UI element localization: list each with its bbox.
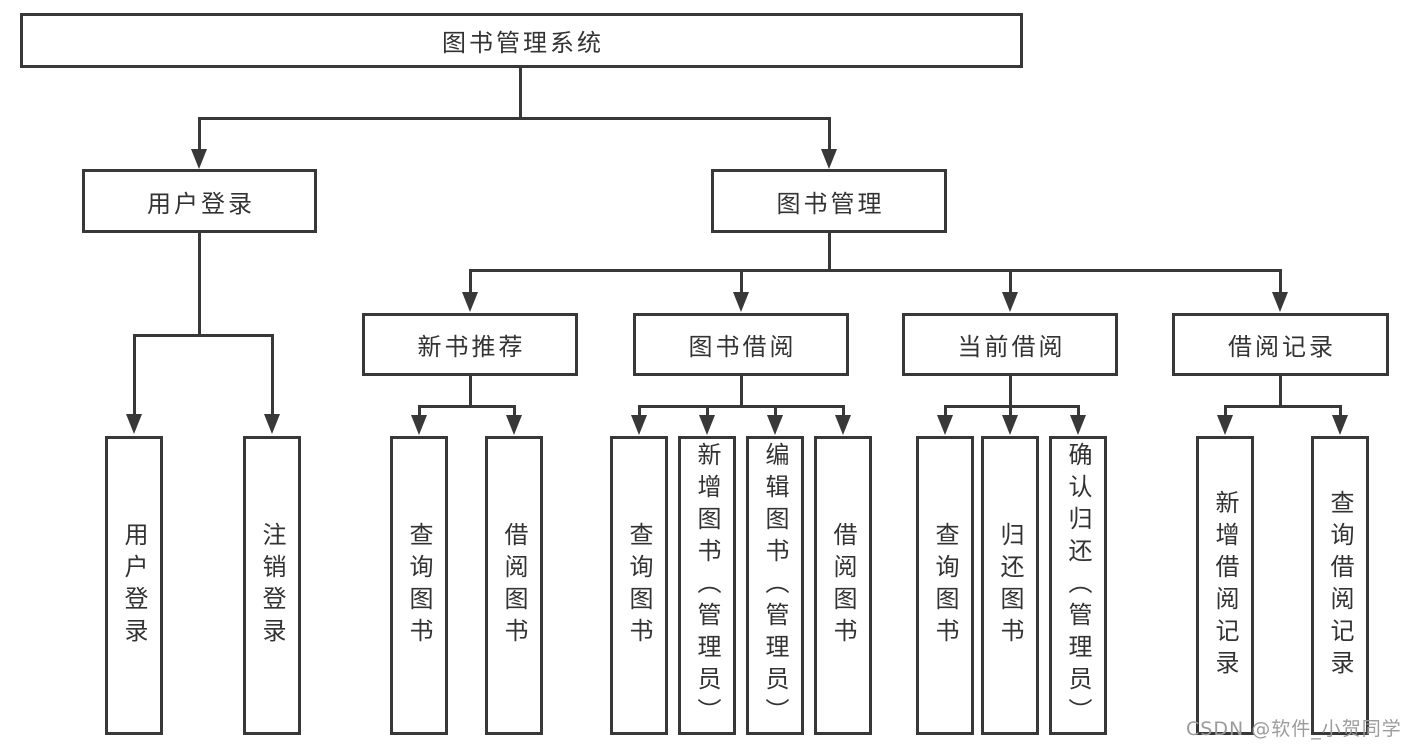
connector-line [198,233,201,337]
connector-line [198,117,201,151]
node-book-borrowing: 图书借阅 [633,313,849,376]
node-label: 借阅记录 [1228,333,1336,361]
node-label: 用户登录 [147,189,255,218]
node-label: 新书推荐 [417,333,526,361]
node-label: 查询图书 [405,521,433,650]
connector-line [944,405,947,417]
arrow-down-icon [191,149,207,169]
connector-line [513,405,516,417]
arrow-down-icon [1070,415,1086,435]
node-label: 用户登录 [120,521,148,650]
node-label: 当前借阅 [957,333,1066,361]
arrow-down-icon [631,415,647,435]
connector-line [469,269,1282,272]
arrow-down-icon [462,292,478,312]
node-label: 编辑图书（管理员） [761,441,789,730]
connector-line [638,405,641,417]
leaf-query-borrowing-record: 查询借阅记录 [1311,436,1369,735]
node-label: 图书管理系统 [442,29,604,57]
arrow-down-icon [767,415,783,435]
watermark: CSDN @软件_小贺同学 [1186,718,1402,740]
connector-line [1009,376,1012,407]
arrow-down-icon [1217,415,1233,435]
node-library-management-system: 图书管理系统 [20,13,1023,68]
connector-line [1009,405,1012,417]
leaf-borrow-books-borrowing: 借阅图书 [814,436,872,735]
node-book-management: 图书管理 [711,169,947,233]
connector-line [1009,269,1012,294]
connector-line [1077,405,1080,417]
connector-line [418,405,421,417]
arrow-down-icon [126,414,142,434]
leaf-borrow-books-recommend: 借阅图书 [485,436,543,735]
connector-line [519,68,522,119]
connector-line [198,117,831,120]
connector-line [944,405,1080,408]
leaf-add-book-admin: 新增图书（管理员） [678,436,736,735]
node-label: 查询图书 [625,521,653,650]
connector-line [842,405,845,417]
connector-line [271,334,274,416]
arrow-down-icon [411,415,427,435]
leaf-query-books-current: 查询图书 [916,436,974,735]
leaf-return-books: 归还图书 [981,436,1039,735]
node-label: 查询图书 [931,521,959,650]
arrow-down-icon [821,149,837,169]
arrow-down-icon [1002,292,1018,312]
connector-line [1279,376,1282,407]
node-label: 查询借阅记录 [1326,489,1354,682]
connector-line [706,405,709,417]
leaf-add-borrowing-record: 新增借阅记录 [1196,436,1254,735]
arrow-down-icon [264,414,280,434]
arrow-down-icon [506,415,522,435]
connector-line [828,233,831,272]
arrow-down-icon [937,415,953,435]
node-user-login: 用户登录 [82,169,317,233]
connector-line [774,405,777,417]
leaf-user-login: 用户登录 [105,436,163,735]
arrow-down-icon [1002,415,1018,435]
node-label: 新增借阅记录 [1211,489,1239,682]
node-label: 借阅图书 [500,521,528,650]
arrow-down-icon [1332,415,1348,435]
leaf-edit-book-admin: 编辑图书（管理员） [746,436,804,735]
node-label: 注销登录 [258,521,286,650]
connector-line [1224,405,1227,417]
connector-line [1279,269,1282,294]
connector-line [638,405,845,408]
node-label: 图书管理 [776,189,885,218]
node-label: 归还图书 [996,521,1024,650]
connector-line [1224,405,1342,408]
connector-line [418,405,516,408]
leaf-logout-login: 注销登录 [243,436,301,735]
connector-line [469,376,472,407]
node-borrowing-records: 借阅记录 [1172,313,1389,376]
connector-line [740,376,743,407]
connector-line [828,117,831,151]
arrow-down-icon [699,415,715,435]
arrow-down-icon [1272,292,1288,312]
connector-line [740,269,743,294]
leaf-confirm-return-admin: 确认归还（管理员） [1049,436,1107,735]
arrow-down-icon [733,292,749,312]
leaf-query-books-recommend: 查询图书 [390,436,448,735]
connector-line [469,269,472,294]
node-new-book-recommendation: 新书推荐 [362,313,578,376]
arrow-down-icon [835,415,851,435]
node-current-borrowing: 当前借阅 [902,313,1118,376]
connector-line [133,334,136,416]
connector-line [133,334,274,337]
node-label: 新增图书（管理员） [693,441,721,730]
node-label: 借阅图书 [829,521,857,650]
node-label: 确认归还（管理员） [1064,441,1092,730]
leaf-query-books-borrowing: 查询图书 [610,436,668,735]
connector-line [1339,405,1342,417]
node-label: 图书借阅 [688,333,797,361]
